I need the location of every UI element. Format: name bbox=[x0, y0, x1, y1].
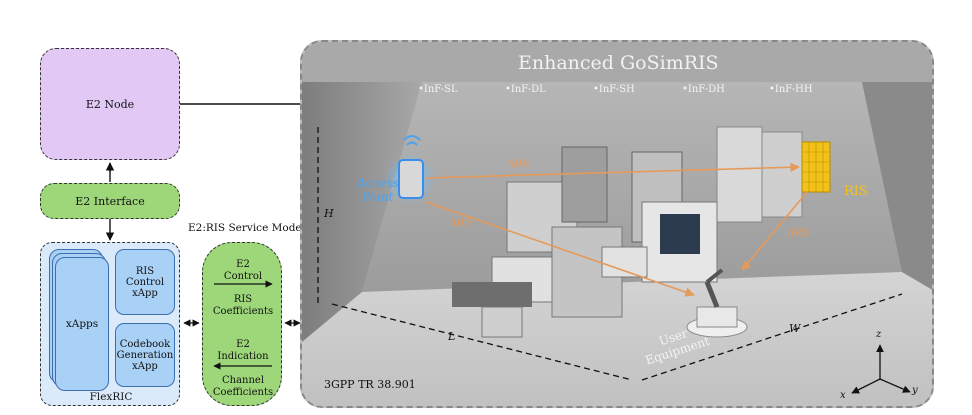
e2-indication-line2: Indication bbox=[217, 351, 269, 362]
e2-node-label: E2 Node bbox=[85, 97, 135, 111]
h-bu-arrow bbox=[425, 201, 695, 297]
scenario-inf-dh: •InF-DH bbox=[682, 84, 725, 95]
service-model-title: E2:RIS Service Model bbox=[188, 222, 305, 234]
e2-indication-label: E2 Indication bbox=[203, 339, 283, 363]
ris-control-line3: xApp bbox=[132, 287, 158, 299]
e2-indication-line1: E2 bbox=[236, 339, 250, 350]
codebook-xapp-box: Codebook Generation xApp bbox=[115, 323, 175, 387]
xapps-label: xApps bbox=[65, 318, 99, 330]
e2-node-box: E2 Node bbox=[40, 48, 180, 160]
ris-control-line1: RIS bbox=[135, 265, 155, 277]
channel-coeff-line2: Coefficients bbox=[212, 387, 274, 398]
h-bu-label: hBU bbox=[450, 218, 473, 229]
scenario-inf-sh: •InF-SH bbox=[593, 84, 635, 95]
dim-w: W bbox=[789, 322, 801, 335]
h-ru-arrow bbox=[741, 191, 808, 271]
ris-control-xapp-box: RIS Control xApp bbox=[115, 249, 175, 315]
flexric-label: FlexRIC bbox=[89, 391, 133, 403]
dim-h: H bbox=[324, 207, 334, 220]
ris-coeff-line1: RIS bbox=[233, 294, 253, 305]
access-point-label: Access Point bbox=[357, 176, 399, 204]
ris-label: RIS bbox=[844, 184, 868, 199]
scenario-inf-hh: •InF-HH bbox=[769, 84, 813, 95]
e2-interface-label: E2 Interface bbox=[75, 194, 145, 208]
xapps-box: xApps bbox=[55, 257, 109, 391]
axis-y: y bbox=[912, 385, 918, 396]
scene-illustration bbox=[302, 42, 932, 406]
channel-coeff-line1: Channel bbox=[221, 375, 265, 386]
ris-coeff-line2: Coefficients bbox=[212, 306, 274, 317]
h-br-arrow bbox=[425, 162, 800, 179]
access-point-line2: Point bbox=[362, 190, 394, 204]
dim-l: L bbox=[448, 330, 456, 343]
ris-control-line2: Control bbox=[125, 276, 165, 288]
standard-label: 3GPP TR 38.901 bbox=[324, 378, 416, 391]
e2-control-label: E2 Control bbox=[203, 259, 283, 283]
e2-control-line1: E2 bbox=[236, 259, 250, 270]
scenario-inf-sl: •InF-SL bbox=[418, 84, 458, 95]
h-br-label: hBR bbox=[508, 159, 530, 170]
axis-z: z bbox=[876, 329, 882, 340]
access-point-line1: Access bbox=[357, 176, 399, 190]
axis-x: x bbox=[840, 390, 846, 401]
factory-scene: Enhanced GoSimRIS •InF-SL •InF-DL •InF-S… bbox=[300, 40, 934, 408]
ris-coefficients-label: RIS Coefficients bbox=[203, 294, 283, 318]
scene-title: Enhanced GoSimRIS bbox=[518, 52, 719, 74]
e2-interface-box: E2 Interface bbox=[40, 183, 180, 219]
flexric-box: xApps RIS Control xApp Codebook Generati… bbox=[40, 242, 180, 406]
codebook-line1: Codebook bbox=[119, 338, 171, 350]
channel-coefficients-label: Channel Coefficients bbox=[203, 375, 283, 399]
codebook-line3: xApp bbox=[132, 360, 158, 372]
codebook-line2: Generation bbox=[116, 349, 174, 361]
scenario-inf-dl: •InF-DL bbox=[505, 84, 546, 95]
h-ru-label: hRU bbox=[788, 228, 811, 239]
e2-control-line2: Control bbox=[223, 271, 263, 282]
service-model-box: E2 Control RIS Coefficients E2 Indicatio… bbox=[202, 242, 282, 406]
